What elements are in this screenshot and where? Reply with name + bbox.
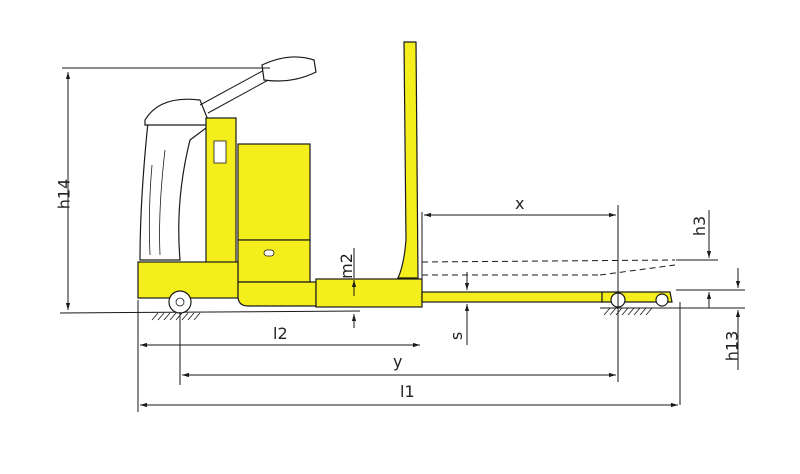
ground-lines	[59, 307, 745, 321]
truck-body	[137, 41, 673, 314]
dimension-label-h14: h14	[54, 178, 74, 210]
dimension-label-h13: h13	[722, 330, 742, 362]
raised-fork-outline	[421, 259, 676, 276]
dimension-label-s: s	[447, 331, 467, 341]
dimension-label-x: x	[515, 194, 525, 213]
dimension-label-l1: l1	[400, 382, 415, 401]
dimension-lines	[62, 67, 745, 412]
dimension-label-l2: l2	[273, 324, 288, 343]
dimension-label-y: y	[393, 352, 403, 371]
dimension-label-m2: m2	[336, 253, 356, 279]
dimension-label-h3: h3	[690, 215, 710, 237]
